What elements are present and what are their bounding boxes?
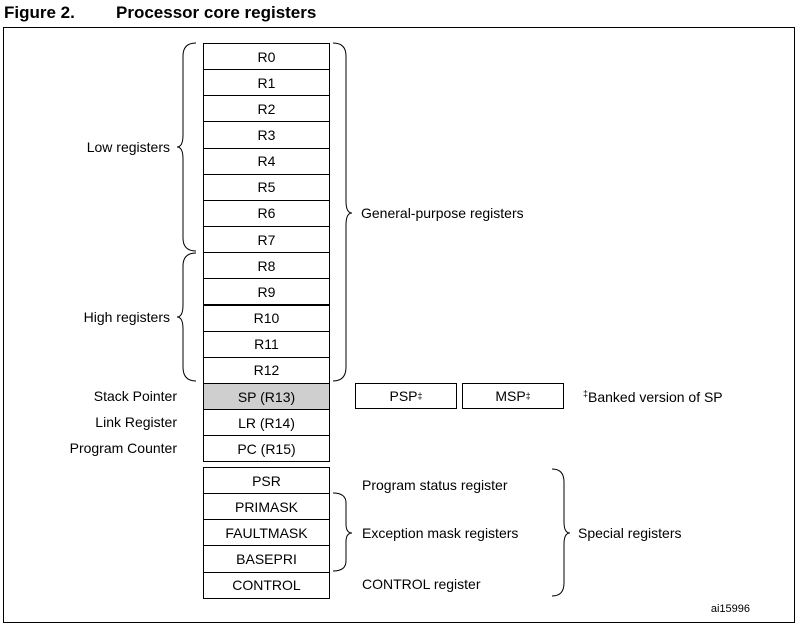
register-r3-label: R3 — [257, 127, 276, 143]
figure-frame — [3, 27, 795, 623]
register-r12: R12 — [203, 356, 330, 384]
register-r8-label: R8 — [257, 257, 276, 274]
exception-mask-brace — [332, 492, 353, 572]
pointer-register-label-1: Link Register — [95, 414, 177, 431]
figure-number: Figure 2. — [4, 3, 75, 22]
register-r9: R9 — [203, 278, 330, 306]
register-r1: R1 — [203, 69, 330, 97]
exception-mask-label: Exception mask registers — [362, 525, 519, 541]
special-register-basepri-label: BASEPRI — [236, 551, 297, 567]
psp-register-box: PSP‡ — [355, 383, 457, 409]
psp-label: PSP — [389, 388, 418, 404]
special-register-faultmask-label: FAULTMASK — [225, 524, 308, 541]
banked-note: ‡Banked version of SP — [583, 389, 723, 405]
pointer-register-1: LR (R14) — [203, 409, 330, 437]
pointer-register-label-0: Stack Pointer — [93, 388, 177, 404]
msp-register-box: MSP‡ — [462, 383, 564, 409]
register-r1-label: R1 — [257, 74, 276, 91]
banked-note-text: Banked version of SP — [588, 389, 723, 405]
general-purpose-brace — [332, 42, 353, 382]
psr-description: Program status register — [362, 477, 508, 493]
pointer-register-2-label: PC (R15) — [237, 440, 296, 457]
pointer-register-label-2: Program Counter — [69, 440, 177, 457]
pointer-register-0-label: SP (R13) — [237, 388, 296, 405]
register-r5-label: R5 — [257, 179, 276, 196]
figure-reference: ai15996 — [710, 603, 750, 615]
control-description: CONTROL register — [362, 576, 481, 592]
register-r2-label: R2 — [257, 100, 276, 117]
register-r11-label: R11 — [254, 336, 279, 353]
register-r4-label: R4 — [257, 153, 276, 170]
register-r7-label: R7 — [257, 231, 276, 248]
register-r5: R5 — [203, 173, 330, 201]
figure-title: Processor core registers — [116, 3, 317, 22]
special-registers-label: Special registers — [578, 525, 682, 541]
msp-label: MSP — [495, 388, 526, 404]
register-r10: R10 — [203, 304, 330, 332]
register-r10-label: R10 — [253, 310, 280, 327]
high-registers-label: High registers — [83, 309, 170, 325]
pointer-register-0: SP (R13) — [203, 383, 330, 411]
special-register-faultmask: FAULTMASK — [203, 519, 330, 547]
special-register-primask: PRIMASK — [203, 493, 330, 521]
register-r6-label: R6 — [257, 205, 276, 222]
pointer-register-2: PC (R15) — [203, 435, 330, 463]
low-registers-label: Low registers — [86, 139, 170, 155]
special-register-control: CONTROL — [203, 571, 330, 599]
low-registers-brace — [176, 42, 197, 252]
register-r9-label: R9 — [257, 283, 276, 300]
general-purpose-label: General-purpose registers — [361, 205, 524, 221]
special-register-basepri: BASEPRI — [203, 545, 330, 573]
special-registers-brace — [551, 468, 571, 597]
register-r12-label: R12 — [253, 362, 280, 379]
special-register-control-label: CONTROL — [232, 577, 301, 594]
high-registers-brace — [176, 252, 197, 382]
figure-caption: Figure 2. Processor core registers — [4, 3, 316, 23]
special-register-psr-label: PSR — [252, 472, 281, 489]
banked-note-mark: ‡ — [583, 388, 589, 399]
special-register-primask-label: PRIMASK — [234, 498, 298, 515]
pointer-register-1-label: LR (R14) — [238, 414, 295, 431]
register-r0-label: R0 — [257, 48, 276, 65]
